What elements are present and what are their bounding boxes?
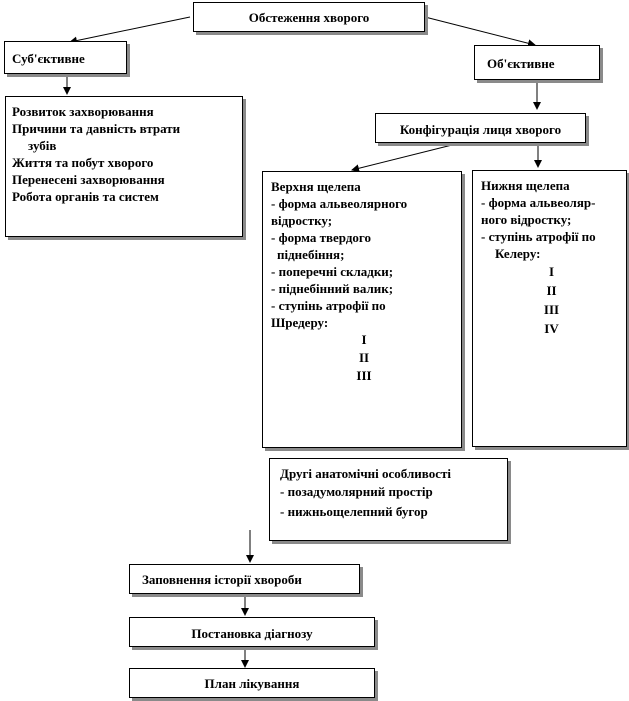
history-step-label: Заповнення історії хвороби	[142, 572, 302, 587]
lower-jaw-grade: III	[543, 302, 560, 317]
upper-jaw-line: - поперечні складки;	[271, 264, 394, 279]
subjective-item: Перенесені захворювання	[12, 172, 165, 187]
treatment-plan-node: План лікування	[129, 668, 375, 698]
subjective-item: зубів	[28, 138, 57, 153]
lower-jaw-node: Нижня щелепа - форма альвеоляр- ного від…	[472, 170, 627, 447]
upper-jaw-line: - форма альвеолярного	[271, 196, 408, 211]
root-label: Обстеження хворого	[248, 10, 370, 25]
subjective-details-node: Розвиток захворювання Причини та давніст…	[5, 96, 243, 237]
face-configuration-node: Конфігурація лиця хворого	[375, 113, 586, 143]
objective-node: Об'єктивне	[474, 45, 600, 80]
upper-jaw-title: Верхня щелепа	[271, 179, 361, 194]
arrow-face-to-upper-jaw	[351, 142, 461, 173]
upper-jaw-line: - форма твердого	[271, 230, 372, 245]
lower-jaw-grade: I	[548, 264, 555, 279]
subjective-label: Суб'єктивне	[12, 51, 85, 66]
subjective-item: Робота органів та систем	[12, 189, 159, 204]
other-anatomy-node: Другі анатомічні особливості - позадумол…	[269, 458, 508, 541]
upper-jaw-grade: II	[358, 350, 370, 365]
lower-jaw-title: Нижня щелепа	[481, 178, 570, 193]
upper-jaw-line: Шредеру:	[271, 315, 329, 330]
face-configuration-label: Конфігурація лиця хворого	[399, 122, 562, 137]
subjective-item: Життя та побут хворого	[12, 155, 154, 170]
root-node: Обстеження хворого	[193, 2, 425, 32]
upper-jaw-line: піднебіння;	[277, 247, 345, 262]
diagnosis-step-node: Постановка діагнозу	[129, 617, 375, 647]
objective-label: Об'єктивне	[487, 56, 555, 71]
upper-jaw-line: - ступінь атрофії по	[271, 298, 386, 313]
arrow-root-to-objective	[424, 16, 536, 48]
lower-jaw-line: - форма альвеоляр-	[481, 195, 596, 210]
other-anatomy-item: - позадумолярний простір	[280, 484, 433, 499]
upper-jaw-grade: I	[361, 332, 367, 347]
lower-jaw-line: - ступінь атрофії по	[481, 229, 596, 244]
upper-jaw-node: Верхня щелепа - форма альвеолярного відр…	[262, 171, 462, 448]
other-anatomy-item: - нижньощелепний бугор	[280, 504, 428, 519]
subjective-item: Причини та давність втрати	[12, 121, 181, 136]
subjective-node: Суб'єктивне	[4, 41, 127, 74]
upper-jaw-line: - піднебінний валик;	[271, 281, 394, 296]
lower-jaw-line: Келеру:	[495, 246, 541, 261]
upper-jaw-line: відростку;	[271, 213, 333, 228]
subjective-item: Розвиток захворювання	[12, 104, 154, 119]
other-anatomy-title: Другі анатомічні особливості	[280, 466, 451, 481]
arrow-root-to-subjective	[69, 16, 191, 45]
lower-jaw-line: ного відростку;	[481, 212, 572, 227]
upper-jaw-grade: III	[356, 368, 372, 383]
diagnosis-step-label: Постановка діагнозу	[191, 626, 313, 641]
lower-jaw-grade: IV	[544, 321, 559, 336]
history-step-node: Заповнення історії хвороби	[129, 564, 360, 594]
lower-jaw-grade: II	[546, 283, 557, 298]
treatment-plan-label: План лікування	[204, 676, 300, 691]
